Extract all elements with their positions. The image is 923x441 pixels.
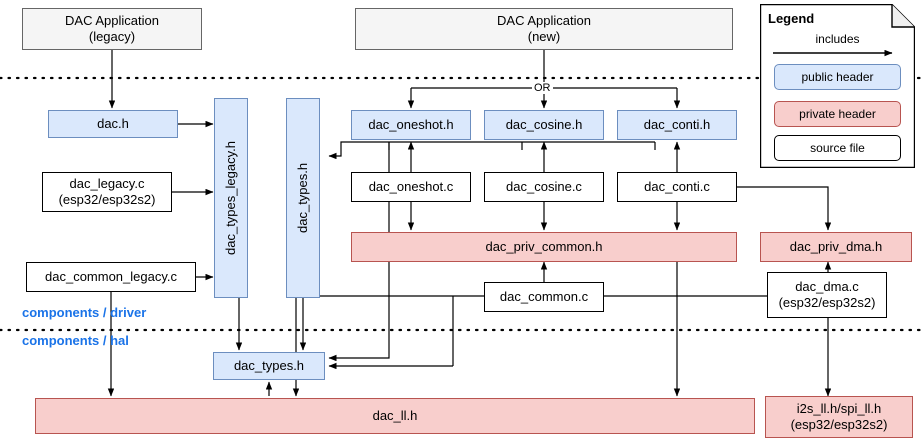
node-dac-ll-h[interactable]: dac_ll.h (35, 398, 755, 434)
node-dac-conti-c[interactable]: dac_conti.c (617, 172, 737, 202)
node-dac-priv-dma-h[interactable]: dac_priv_dma.h (760, 232, 912, 262)
zone-label-hal: components / hal (22, 333, 129, 348)
legend-item-private-header[interactable]: private header (774, 101, 901, 127)
legend-includes-arrow-icon (773, 49, 893, 57)
node-dac-types-legacy-h[interactable]: dac_types_legacy.h (214, 98, 248, 298)
node-dac-cosine-c[interactable]: dac_cosine.c (484, 172, 604, 202)
node-dac-legacy-c[interactable]: dac_legacy.c (esp32/esp32s2) (42, 172, 172, 212)
zone-label-driver: components / driver (22, 305, 147, 320)
node-dac-oneshot-h[interactable]: dac_oneshot.h (351, 110, 471, 140)
node-dac-cosine-h[interactable]: dac_cosine.h (484, 110, 604, 140)
node-dac-types-h-hal[interactable]: dac_types.h (213, 352, 325, 380)
node-dac-common-legacy-c[interactable]: dac_common_legacy.c (26, 262, 196, 292)
legend-title: Legend (768, 11, 815, 26)
node-dac-common-c[interactable]: dac_common.c (484, 282, 604, 312)
legend-panel: Legend includes public header private he… (760, 4, 915, 168)
node-dac-priv-common-h[interactable]: dac_priv_common.h (351, 232, 737, 262)
node-dac-application-new[interactable]: DAC Application (new) (355, 8, 733, 50)
legend-item-source-file[interactable]: source file (774, 135, 901, 161)
node-i2s-ll-spi-ll-h[interactable]: i2s_ll.h/spi_ll.h (esp32/esp32s2) (765, 396, 913, 438)
node-dac-h[interactable]: dac.h (48, 110, 178, 138)
node-dac-conti-h[interactable]: dac_conti.h (617, 110, 737, 140)
node-dac-application-legacy[interactable]: DAC Application (legacy) (22, 8, 202, 50)
node-dac-dma-c[interactable]: dac_dma.c (esp32/esp32s2) (767, 272, 887, 318)
legend-item-public-header[interactable]: public header (774, 64, 901, 90)
or-label: OR (532, 82, 553, 94)
legend-includes-label: includes (815, 32, 860, 46)
node-dac-types-h-driver[interactable]: dac_types.h (286, 98, 320, 298)
node-dac-oneshot-c[interactable]: dac_oneshot.c (351, 172, 471, 202)
